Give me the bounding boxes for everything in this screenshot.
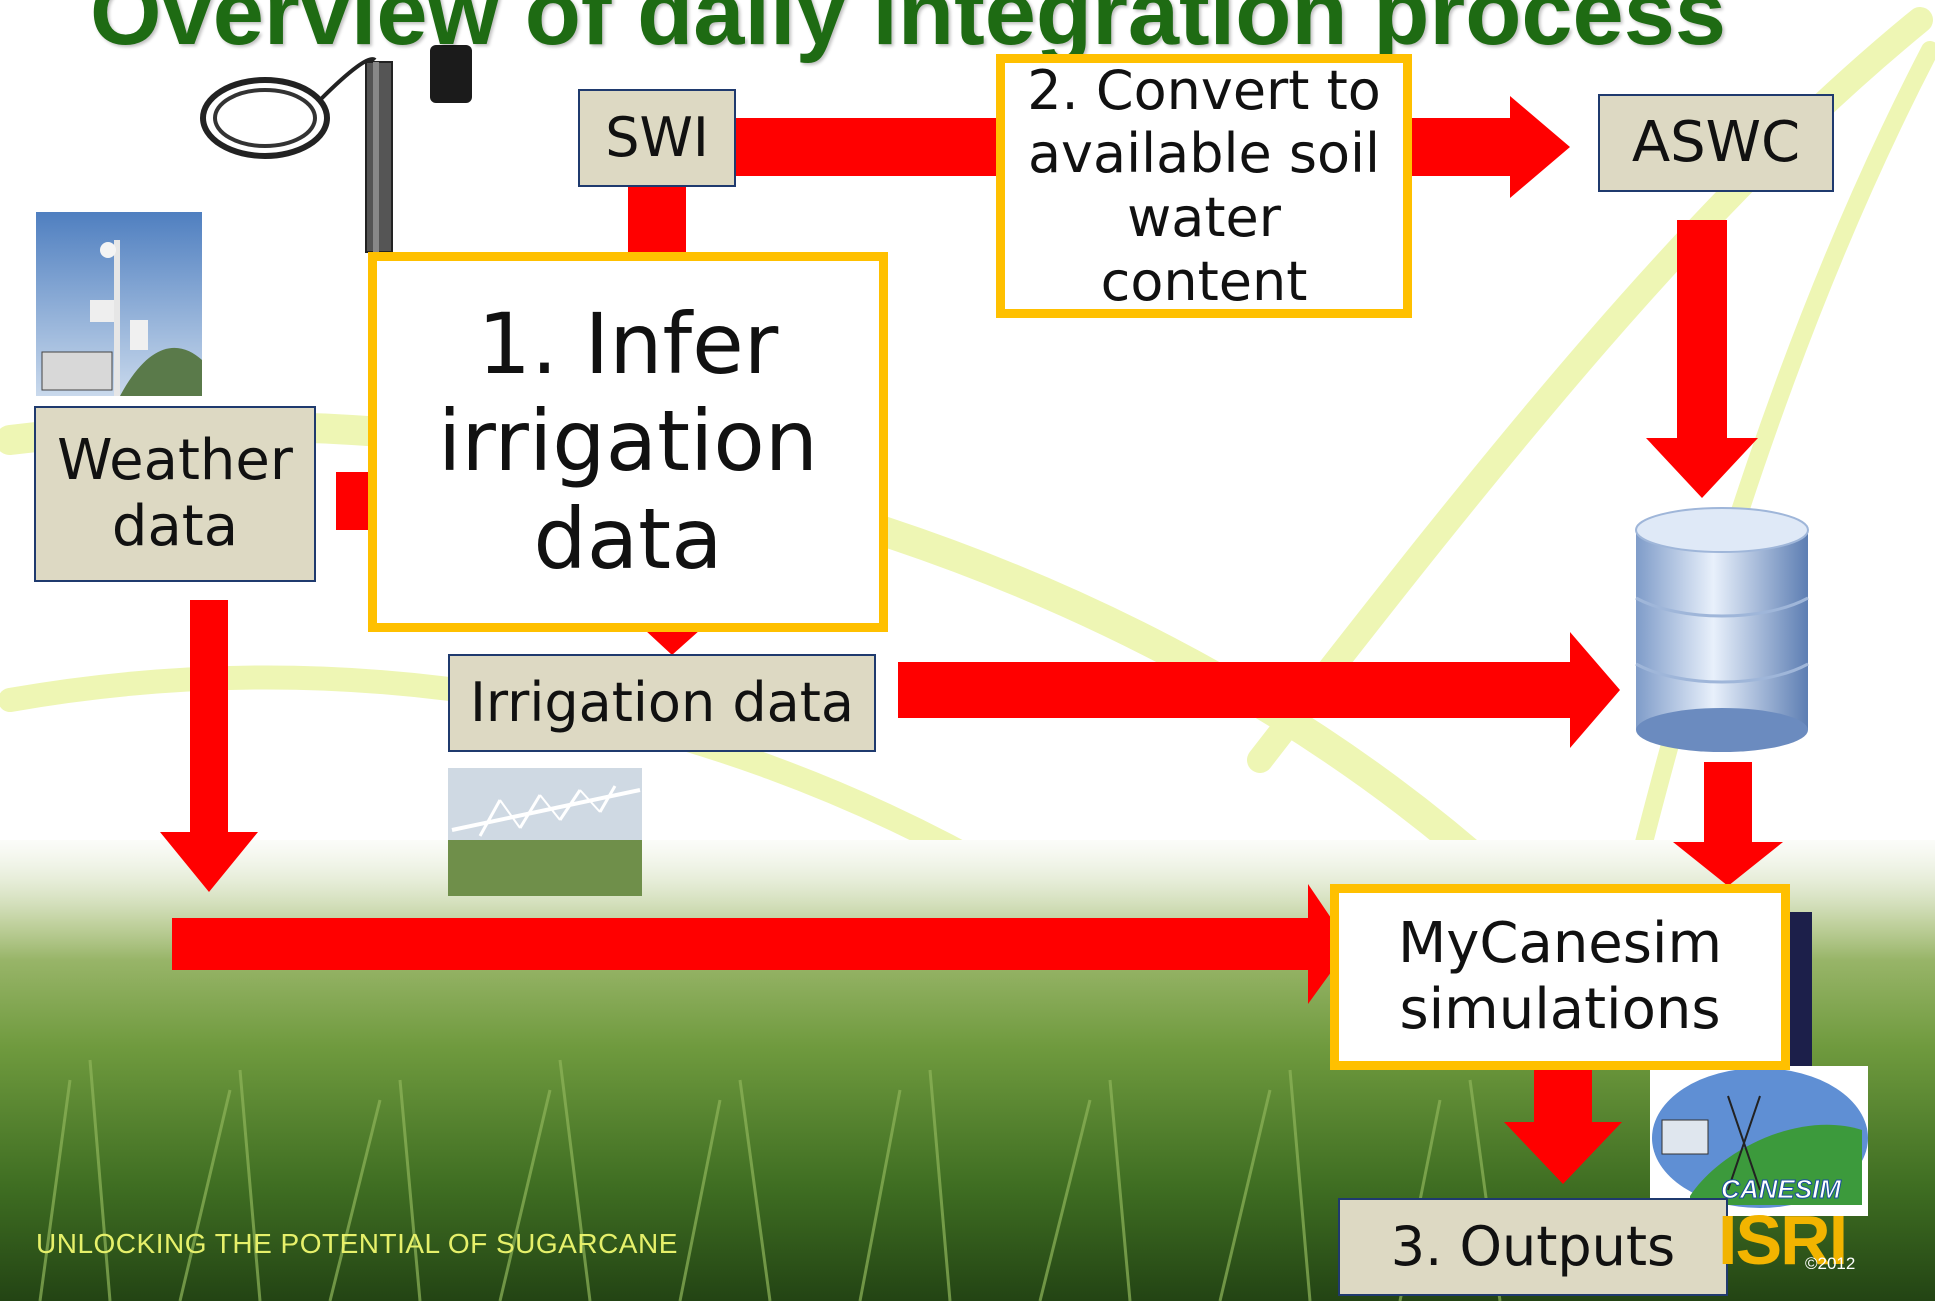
screen-edge: [1788, 912, 1812, 1072]
arrow-weather-down: [160, 600, 258, 892]
arrow-convert-to-aswc: [1412, 96, 1570, 198]
convert-process-box: 2. Convert to available soil water conte…: [996, 54, 1412, 318]
weather-station-photo: [36, 212, 202, 396]
database-cylinder-icon: [1635, 507, 1809, 752]
arrow-weather-to-mycanesim: [172, 884, 1350, 1004]
arrow-irrigation-to-database: [898, 632, 1620, 748]
arrow-mycanesim-to-outputs: [1504, 1070, 1622, 1184]
center-pivot-irrigation-photo: [448, 768, 642, 896]
irrigation-data-box: Irrigation data: [448, 654, 876, 752]
connector-swi-to-infer: [628, 186, 686, 256]
connector-infer-to-irrigation: [645, 630, 700, 655]
weather-data-box: Weather data: [34, 406, 316, 582]
arrow-aswc-to-database: [1646, 220, 1758, 498]
arrow-swi-to-convert: [736, 118, 996, 176]
mycanesim-process-box: MyCanesim simulations: [1330, 884, 1790, 1070]
flow-arrows: [160, 96, 1783, 1184]
outputs-box: 3. Outputs: [1338, 1198, 1728, 1296]
arrow-database-to-mycanesim: [1673, 762, 1783, 886]
isri-logo-text: ISRI: [1718, 1201, 1848, 1279]
aswc-box: ASWC: [1598, 94, 1834, 192]
soil-moisture-probe-icon: [200, 45, 472, 253]
canesim-logo-text: CANESIM: [1721, 1174, 1842, 1205]
infer-irrigation-process-box: 1. Infer irrigation data: [368, 252, 888, 632]
grass-blades: [38, 1059, 1502, 1301]
footer-tagline: UNLOCKING THE POTENTIAL OF SUGARCANE: [36, 1228, 678, 1259]
slide-title: Overview of daily integration process: [90, 0, 1727, 64]
swi-box: SWI: [578, 89, 736, 187]
canesim-logo: [1650, 1066, 1868, 1216]
copyright-text: ©2012: [1805, 1254, 1856, 1273]
connector-weather-to-infer: [336, 472, 372, 530]
